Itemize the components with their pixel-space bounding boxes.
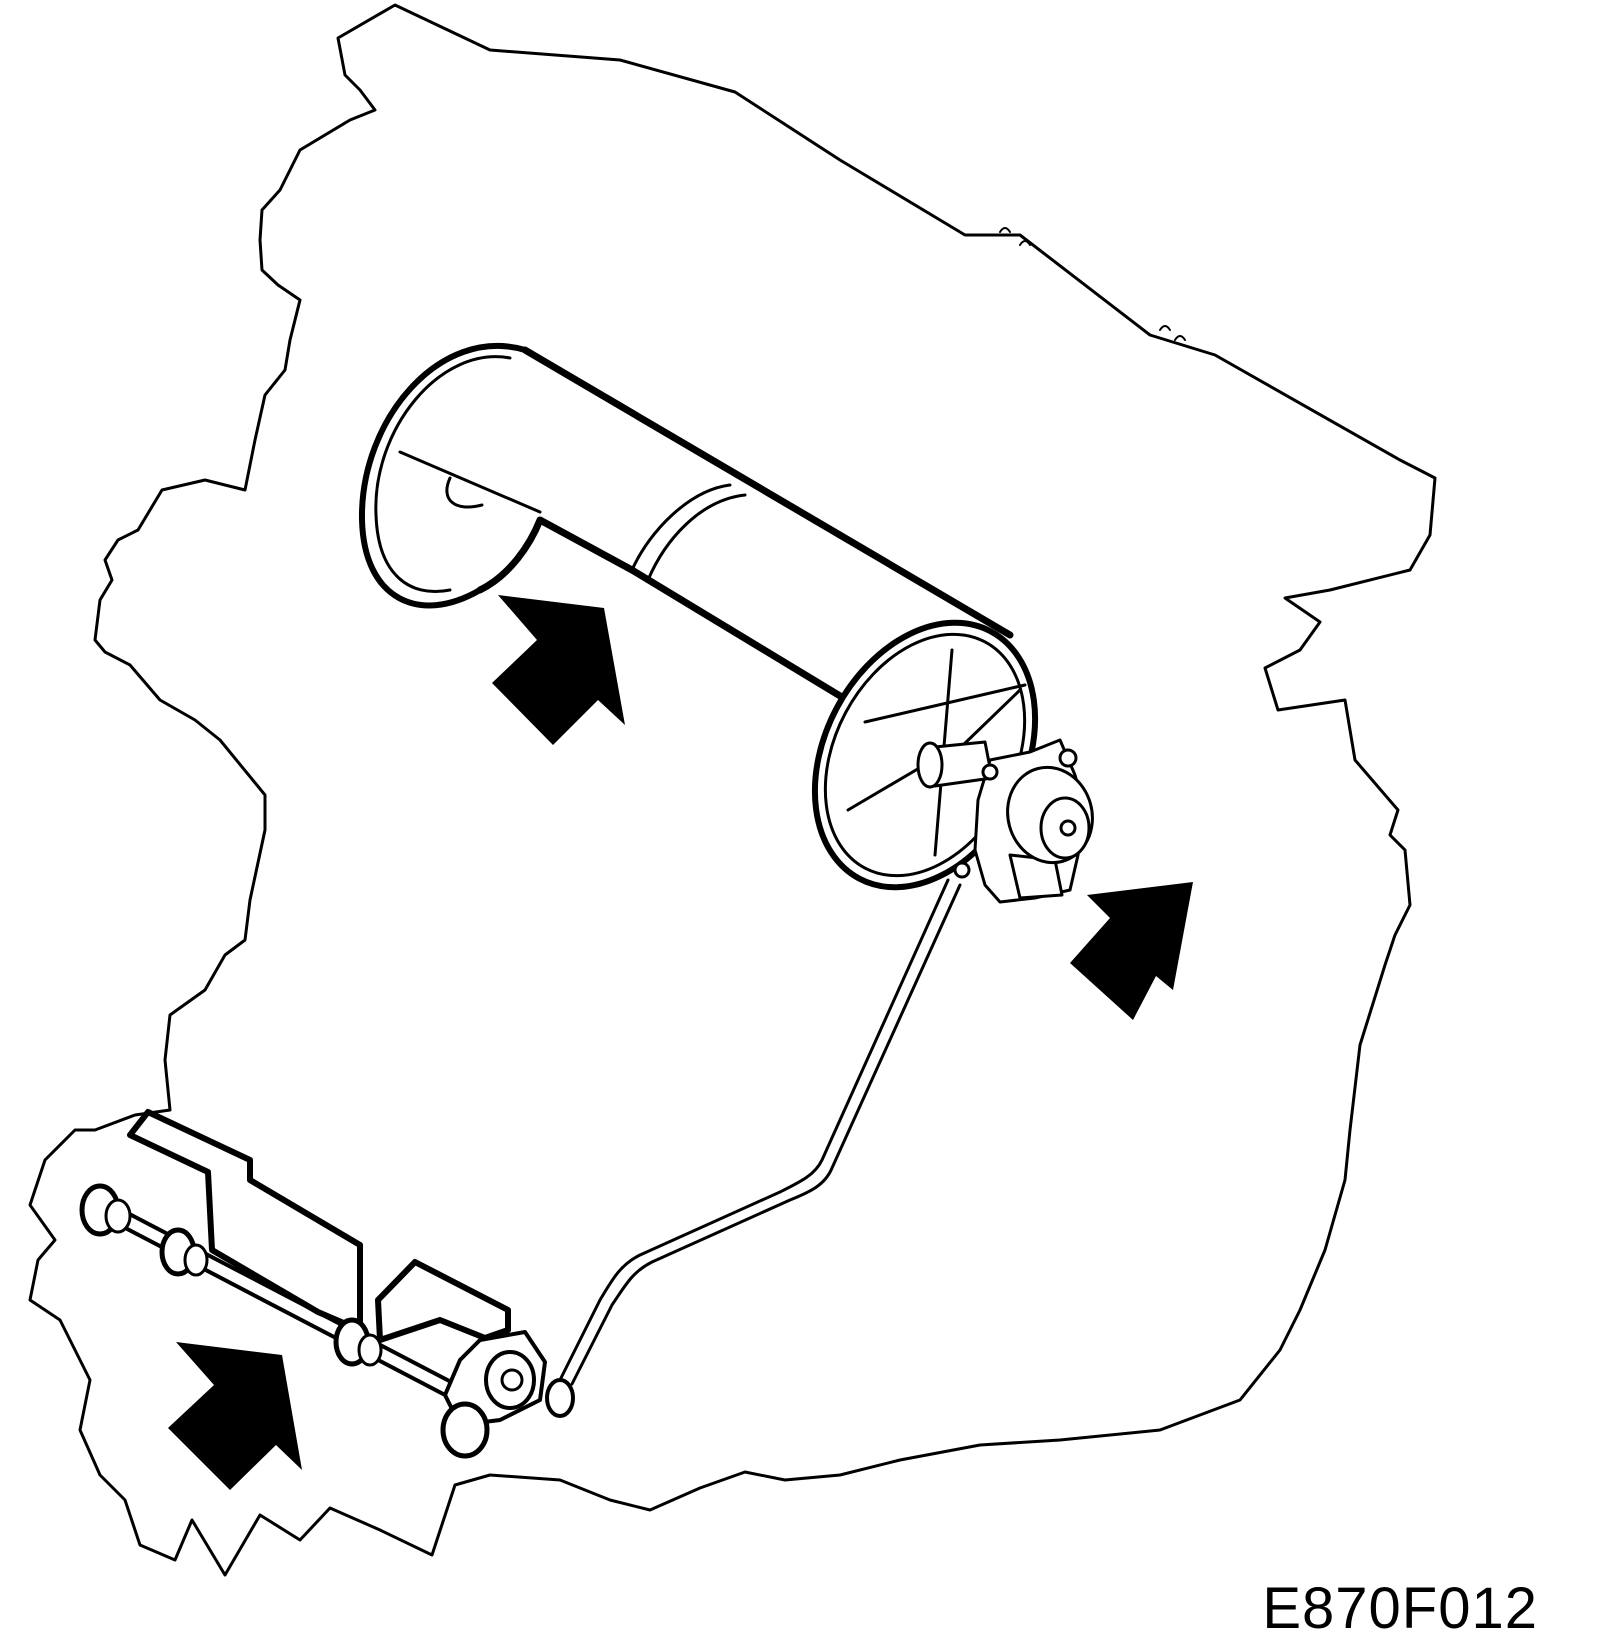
drum-front-end [358, 342, 528, 609]
drum-band [630, 483, 747, 582]
linkage-bushing-1-cap [104, 1198, 132, 1234]
drum-top-edge [521, 346, 1014, 639]
linkage-bushing-3-cap [357, 1333, 383, 1367]
drum-bottom-edge [476, 516, 864, 712]
link-rod [558, 878, 950, 1382]
housing-notch [999, 227, 1186, 341]
actuator-shaft-end [916, 741, 944, 789]
figure-code: E870F012 [1262, 1576, 1538, 1641]
actuator-hub-hole [1059, 819, 1077, 837]
callout-arrow-actuator [1070, 882, 1193, 1020]
actuator-screw-bottom [953, 861, 971, 879]
housing-outline [28, 3, 1437, 1577]
linkage-bracket-right [375, 1259, 511, 1343]
linkage-bushing-2-cap [183, 1243, 209, 1277]
linkage-motor-gear [440, 1401, 490, 1459]
linkage-bracket-left [127, 1109, 363, 1333]
actuator-screw-top [981, 763, 999, 781]
drum-cutaway [398, 450, 542, 514]
actuator-screw-tab [1058, 748, 1078, 768]
link-rod-inner [570, 883, 962, 1386]
callout-arrow-linkage [168, 1342, 302, 1490]
linkage-bracket-left-face [206, 1170, 320, 1314]
drum-actuator [916, 738, 1094, 904]
linkage-assembly [79, 1109, 575, 1459]
drum-front-end-inner [374, 355, 512, 593]
linkage-motor-hub-hole [500, 1368, 524, 1392]
callout-arrow-drum [492, 595, 625, 745]
linkage-rod-end [545, 1378, 575, 1418]
